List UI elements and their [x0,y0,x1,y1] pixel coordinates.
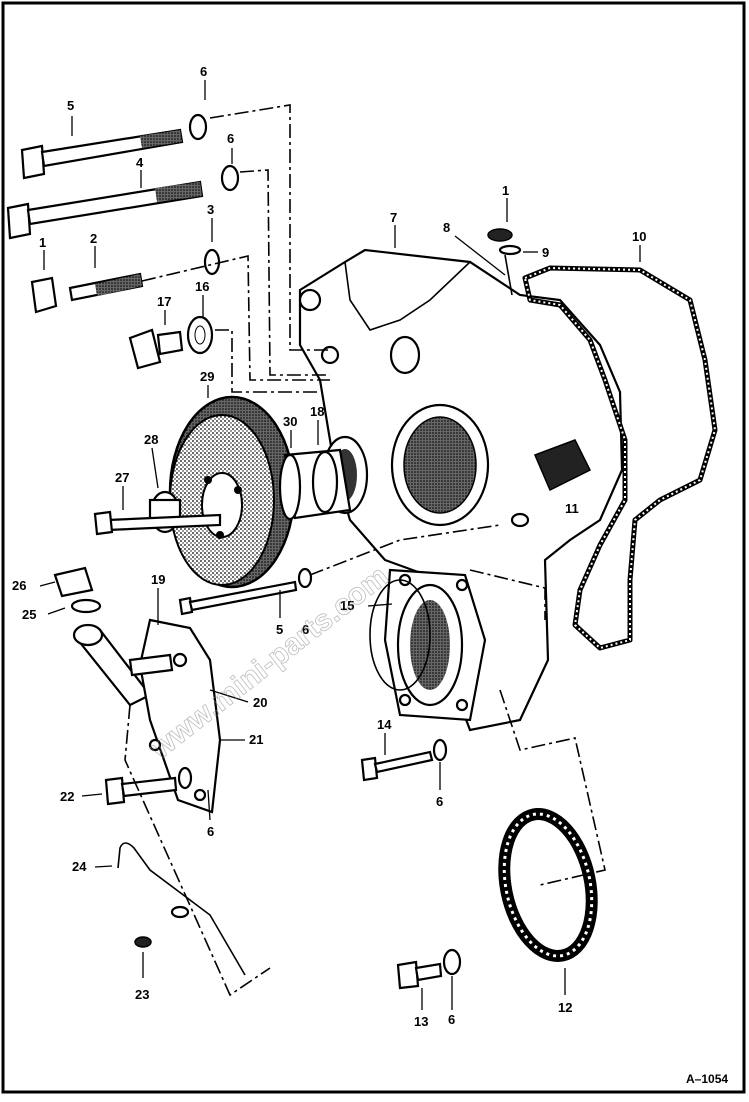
callout-6: 6 [448,1012,455,1027]
callout-22: 22 [60,789,74,804]
callout-13: 13 [414,1014,428,1029]
callout-19: 19 [151,572,165,587]
bolt-14 [360,738,448,782]
callout-1: 1 [39,235,46,250]
bolt-5b [178,567,313,616]
seal-ring [498,808,598,962]
callout-24: 24 [72,859,87,874]
plug-17 [128,328,184,370]
callout-28: 28 [144,432,158,447]
callout-18: 18 [310,404,324,419]
callout-16: 16 [195,279,209,294]
callout-17: 17 [157,294,171,309]
pulley [168,395,296,589]
callout-26: 26 [12,578,26,593]
assembly-centerlines [124,104,606,997]
callout-21: 21 [249,732,263,747]
leader-lines [39,80,641,1010]
washer-16 [186,315,214,355]
washer-6a [188,113,208,141]
callout-10: 10 [632,229,646,244]
callout-11: 11 [565,501,579,516]
callout-20: 20 [253,695,267,710]
nut-1 [30,276,58,314]
callout-30: 30 [283,414,297,429]
cover-plate [128,618,222,814]
figure-id: A–1054 [686,1072,728,1086]
callout-6: 6 [436,794,443,809]
bolt-5 [20,128,184,180]
callout-6: 6 [207,824,214,839]
callout-6: 6 [227,131,234,146]
callout-2: 2 [90,231,97,246]
callout-29: 29 [200,369,214,384]
callout-9: 9 [542,245,549,260]
hub-and-bolt [93,490,222,536]
callout-14: 14 [377,717,392,732]
callout-6: 6 [200,64,207,79]
dipstick [117,842,246,976]
shaft-sleeve [278,448,352,521]
callout-25: 25 [22,607,36,622]
bolt-13 [396,948,462,990]
callout-5: 5 [276,622,283,637]
callout-27: 27 [115,470,129,485]
callout-6: 6 [302,622,309,637]
oil-fill-elbow [53,566,152,707]
callout-15: 15 [340,598,354,613]
washer-3 [203,248,221,276]
o-ring [369,579,431,691]
cap-1-top [487,228,522,296]
washer-6b [220,164,240,192]
callout-1: 1 [502,183,509,198]
bolt-4 [6,180,204,240]
stud-2 [68,272,144,302]
callout-23: 23 [135,987,149,1002]
callout-5: 5 [67,98,74,113]
callout-12: 12 [558,1000,572,1015]
callout-8: 8 [443,220,450,235]
callout-4: 4 [136,155,144,170]
callout-7: 7 [390,210,397,225]
callout-labels: 5 6 6 4 3 1 2 17 16 7 1 8 9 10 29 30 18 … [12,64,646,1029]
callout-3: 3 [207,202,214,217]
